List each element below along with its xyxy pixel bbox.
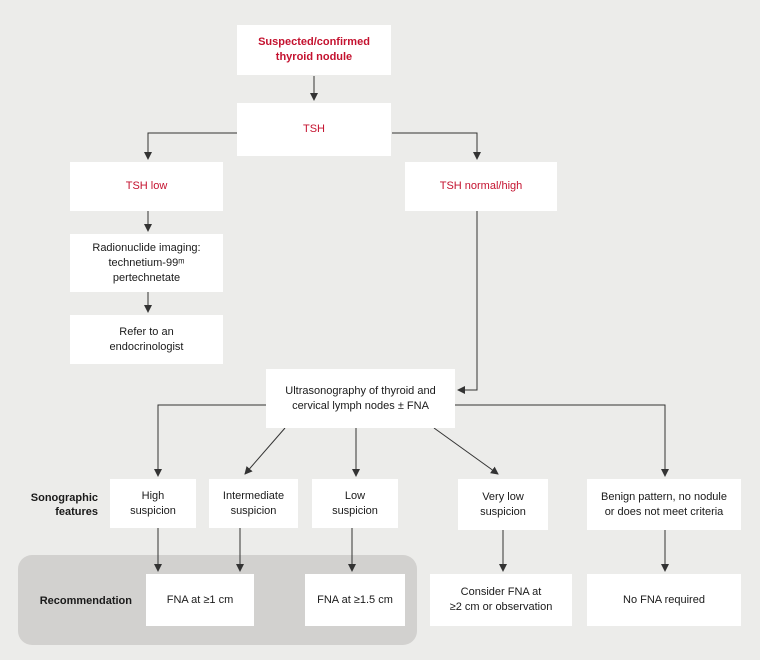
node-tsh-low: TSH low [70,162,223,211]
arrow-tsh-to-tsh-low [144,132,237,160]
arrow-ultrasonography-to-benign [455,404,669,477]
node-tsh-normal-high: TSH normal/high [405,162,557,211]
node-tsh: TSH [237,103,391,156]
arrow-ultrasonography-to-intermediate [244,427,286,475]
label-sonographic-features: Sonographic features [30,492,98,518]
arrow-ultrasonography-to-high [154,404,266,477]
arrow-tsh-to-tsh-normal-high [392,132,481,160]
node-fna-1-5cm: FNA at ≥1.5 cm [305,574,405,626]
label-recommendation: Recommendation [39,595,132,607]
node-fna-1cm: FNA at ≥1 cm [146,574,254,626]
arrow-ultrasonography-to-very-low [433,427,499,475]
arrow-tsh-normal-to-ultrasonography [457,211,478,394]
node-no-fna-required: No FNA required [587,574,741,626]
node-consider-fna: Consider FNA at≥2 cm or observation [430,574,572,626]
